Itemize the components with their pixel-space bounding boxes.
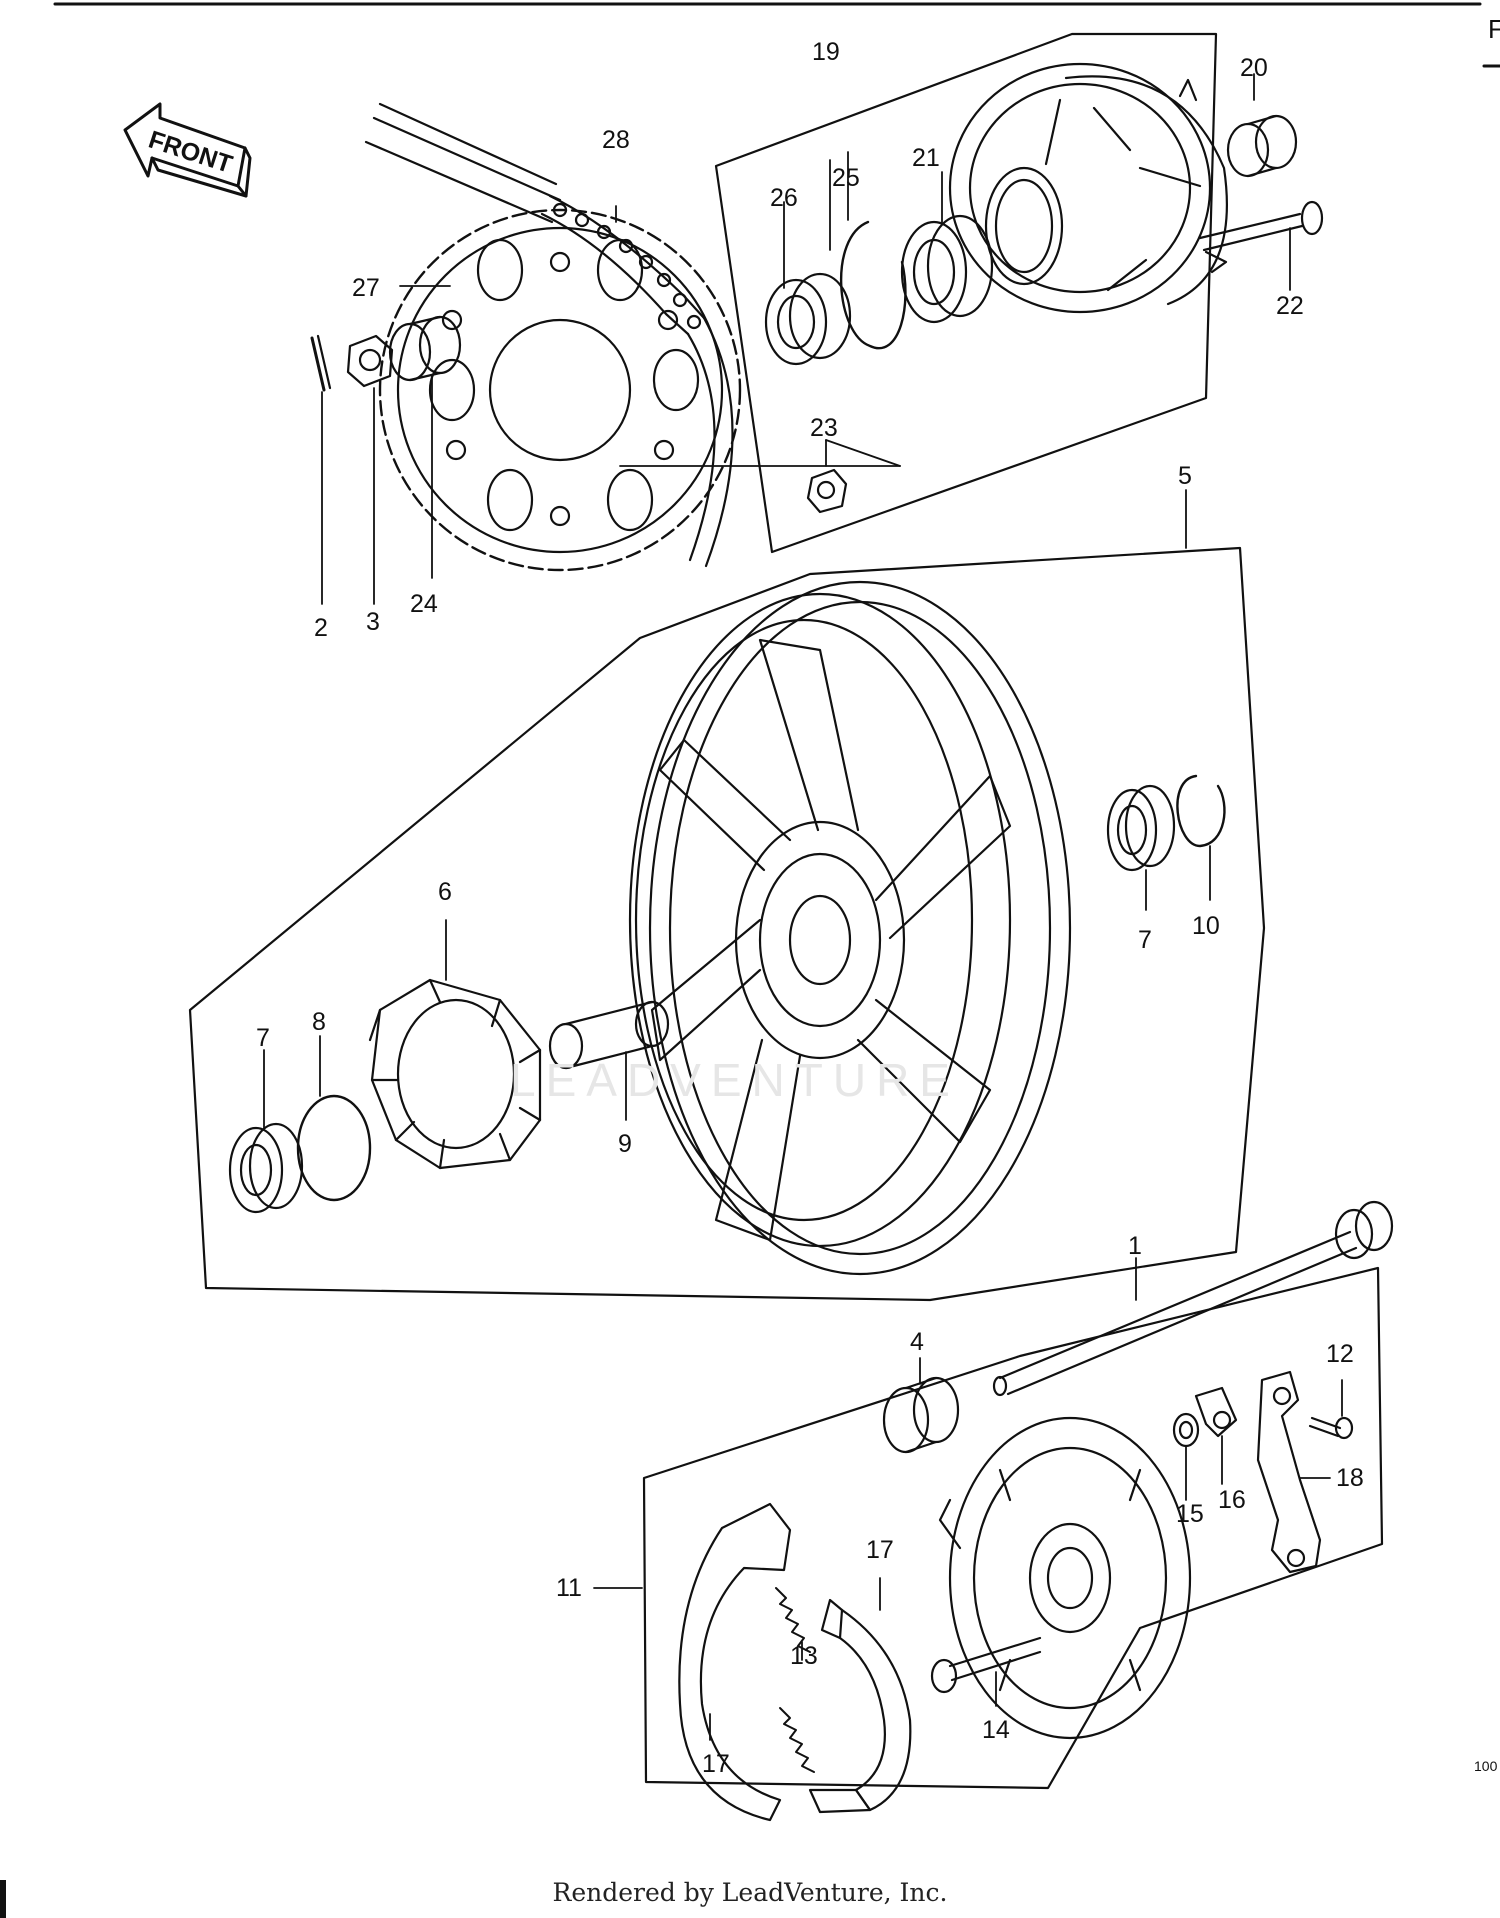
callout-21: 21 <box>912 144 940 172</box>
callout-8: 8 <box>312 1008 326 1036</box>
hub-bolt <box>1198 200 1324 252</box>
coupling-damper <box>368 978 542 1170</box>
callout-7-right: 7 <box>1138 926 1152 954</box>
brake-cam <box>930 1636 1042 1694</box>
callout-labels: 1 2 3 4 5 6 7 7 8 9 10 11 12 13 14 15 16… <box>256 38 1364 1778</box>
sprocket <box>378 208 742 572</box>
callout-20: 20 <box>1240 54 1268 82</box>
hub-collar <box>1226 114 1298 178</box>
wheel-bearing-left <box>228 1122 304 1214</box>
sprocket-nut <box>806 468 848 514</box>
callout-10: 10 <box>1192 912 1220 940</box>
seal-washer <box>1172 1412 1200 1448</box>
callout-1: 1 <box>1128 1232 1142 1260</box>
callout-14: 14 <box>982 1716 1010 1744</box>
front-arrow: FRONT <box>123 102 252 198</box>
callout-22: 22 <box>1276 292 1304 320</box>
brake-spring-upper <box>775 1587 811 1653</box>
distance-collar <box>548 1000 670 1070</box>
sprocket-hub <box>948 62 1228 314</box>
page-edge-number: 100 <box>1474 1758 1498 1774</box>
wheel-bearing-right <box>1106 784 1176 872</box>
callout-9: 9 <box>618 1130 632 1158</box>
callout-27: 27 <box>352 274 380 302</box>
callout-25: 25 <box>832 164 860 192</box>
watermark: LEADVENTURE <box>510 1054 960 1106</box>
axle <box>992 1200 1394 1397</box>
cotter-pin <box>310 334 332 392</box>
callout-13: 13 <box>790 1642 818 1670</box>
drive-chain <box>364 102 734 568</box>
footer-credit: Rendered by LeadVenture, Inc. <box>552 1878 948 1907</box>
callout-18: 18 <box>1336 1464 1364 1492</box>
callout-5: 5 <box>1178 462 1192 490</box>
brake-shoe-right <box>808 1598 912 1814</box>
brake-lever <box>1256 1370 1322 1574</box>
callout-28: 28 <box>602 126 630 154</box>
wheel-circlip <box>1176 774 1226 848</box>
callout-6: 6 <box>438 878 452 906</box>
callout-3: 3 <box>366 608 380 636</box>
circlip <box>840 220 907 350</box>
margin-marker <box>0 1880 6 1918</box>
brake-shoe-left <box>678 1502 792 1822</box>
callout-7-left: 7 <box>256 1024 270 1052</box>
hub-outline <box>714 32 1218 554</box>
callout-17-top: 17 <box>866 1536 894 1564</box>
callout-19: 19 <box>812 38 840 66</box>
callout-11: 11 <box>556 1574 582 1602</box>
page-edge-letter: F <box>1488 14 1500 44</box>
lever-bolt <box>1308 1416 1354 1440</box>
leader-lines <box>263 73 1343 1741</box>
brake-outline <box>642 1266 1384 1790</box>
callout-17-bottom: 17 <box>702 1750 730 1778</box>
wear-indicator <box>1194 1386 1238 1438</box>
oil-seal <box>764 272 852 366</box>
wheel-outline <box>188 546 1266 1302</box>
brake-spring-lower <box>779 1707 815 1773</box>
callout-2: 2 <box>314 614 328 642</box>
brake-panel <box>938 1416 1192 1740</box>
wheel <box>628 580 1072 1276</box>
callout-12: 12 <box>1326 1340 1354 1368</box>
callout-26: 26 <box>770 184 798 212</box>
axle-collar <box>882 1376 960 1454</box>
sprocket-collar <box>388 315 462 382</box>
callout-15: 15 <box>1176 1500 1204 1528</box>
castle-nut <box>346 334 394 388</box>
callout-24: 24 <box>410 590 438 618</box>
callout-16: 16 <box>1218 1486 1246 1514</box>
callout-4: 4 <box>910 1328 924 1356</box>
o-ring <box>296 1094 372 1202</box>
callout-23: 23 <box>810 414 838 442</box>
hub-bearing <box>900 214 994 324</box>
